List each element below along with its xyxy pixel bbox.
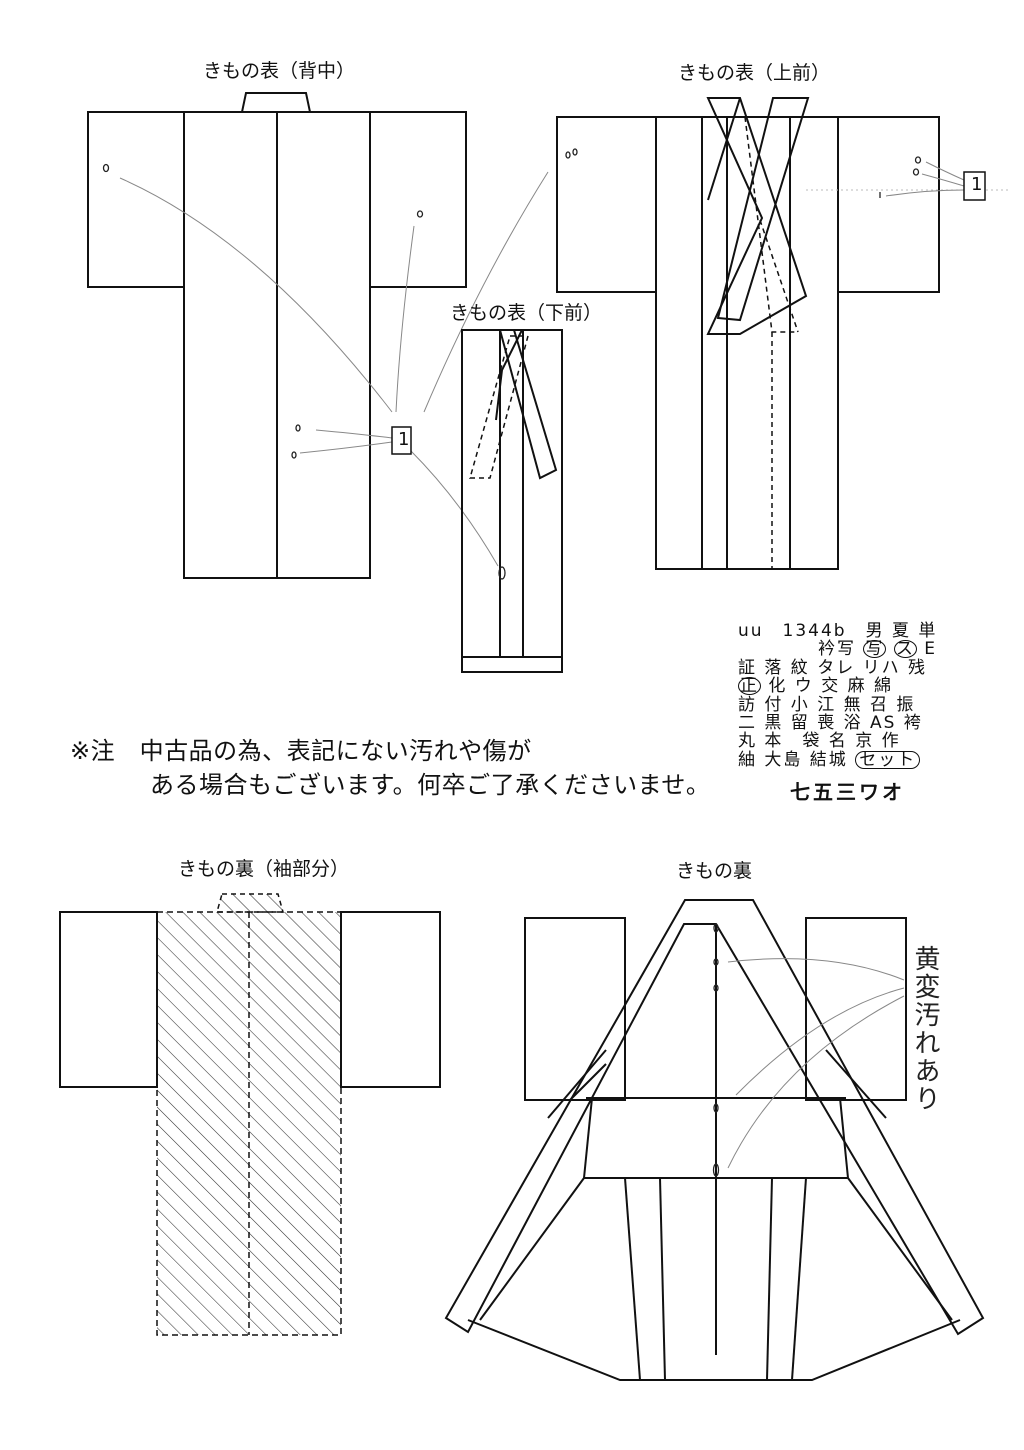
code-row-2: 衿写 写 ス E: [738, 640, 978, 658]
kimono-lining-diagram: [444, 899, 985, 1381]
label-front-upper: きもの表（上前）: [678, 62, 831, 84]
label-front-lower: きもの表（下前）: [450, 302, 603, 324]
code-row-8: 紬 大島 結城 セット: [738, 751, 978, 769]
circled-mark-photo: 写: [863, 639, 887, 660]
code-row-3: 証 落 紋 タレ リハ 残: [738, 657, 928, 678]
circled-mark-genuine: 正: [738, 676, 761, 697]
label-back: きもの表（背中）: [203, 60, 356, 82]
code-row-4: 正 化 ウ 交 麻 綿: [738, 677, 978, 695]
kimono-front-lower-diagram: [461, 329, 563, 673]
code-row-2-prefix: 衿写: [818, 639, 856, 660]
disclaimer-line-2: ある場合もございます。何卒ご了承くださいませ。: [150, 771, 711, 799]
front-upper-dashed-lapel: [744, 116, 799, 569]
front-tag-number: 1: [971, 174, 983, 195]
back-label-tag: [391, 426, 412, 455]
back-defect-marks: [102, 163, 424, 459]
circled-mark-su: ス: [893, 639, 917, 660]
lining-pencil-leaders: [727, 958, 905, 1169]
code-row-4-rest: 化 ウ 交 麻 綿: [768, 676, 894, 697]
kimono-back-diagram: [87, 92, 467, 579]
handwritten-code: 七五三ワオ: [790, 780, 905, 804]
code-row-5: 訪 付 小 江 無 召 振: [738, 694, 916, 715]
lining-defect-marks: [712, 923, 720, 1177]
disclaimer-line-1: ※注 中古品の為、表記にない汚れや傷が: [70, 737, 532, 765]
lining-handwritten-note: 黄変汚れあり: [910, 945, 940, 1113]
code-row-6: 二 黒 留 喪 浴 AS 袴: [738, 713, 923, 734]
kimono-front-upper-diagram: [556, 97, 940, 570]
back-pencil-leaders: [119, 171, 549, 567]
label-lining-sleeve: きもの裏（袖部分）: [178, 858, 350, 880]
back-tag-number: 1: [398, 429, 410, 450]
label-lining: きもの裏: [676, 860, 753, 882]
product-code-block: uu 1344b 男 夏 単 衿写 写 ス E 証 落 紋 タレ リハ 残 正 …: [738, 622, 978, 769]
code-row-1: uu 1344b 男 夏 単: [738, 621, 938, 641]
code-row-8-prefix: 紬 大島 結城: [738, 749, 848, 770]
code-row-7: 丸 本 袋 名 京 作: [738, 731, 901, 752]
front-label-tag: [963, 171, 986, 201]
front-lower-dashed-lapel: [469, 335, 529, 479]
circled-mark-set: セット: [855, 750, 921, 769]
front-upper-defect-marks: [565, 148, 922, 198]
kimono-lining-sleeve-diagram: [59, 893, 441, 1336]
front-lower-defect-mark: [498, 566, 506, 580]
code-row-2-suffix: E: [924, 639, 937, 660]
front-upper-pencil-leaders: [885, 161, 965, 197]
